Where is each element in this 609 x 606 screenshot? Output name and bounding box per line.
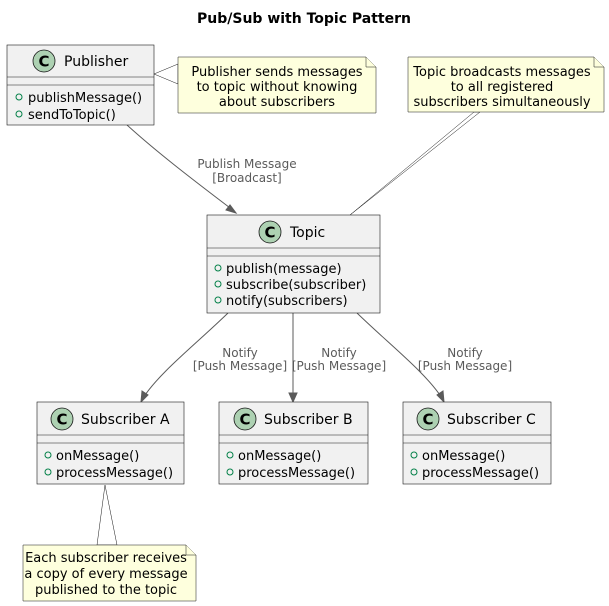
- class-method: subscribe(subscriber): [226, 278, 366, 293]
- public-method-icon: [214, 296, 222, 304]
- public-method-icon: [410, 451, 418, 459]
- note-line: Publisher sends messages: [191, 65, 362, 80]
- note-line: subscribers simultaneously: [413, 95, 590, 110]
- subscriber-note-link: [96, 484, 118, 546]
- class-method: processMessage(): [422, 466, 539, 481]
- public-method-icon: [226, 451, 234, 459]
- public-method-icon: [410, 468, 418, 476]
- note-publisher: Publisher sends messages to topic withou…: [177, 56, 377, 114]
- class-method: onMessage(): [422, 449, 505, 464]
- class-subscriber-a[interactable]: C Subscriber A onMessage() processMessag…: [36, 401, 185, 485]
- edge-notify-a-label-2: [Push Message]: [193, 359, 287, 373]
- class-badge-icon: [32, 49, 56, 73]
- class-badge-letter: C: [38, 53, 49, 71]
- topic-note-link: [349, 111, 481, 216]
- edge-publish-label-2: [Broadcast]: [212, 171, 282, 185]
- class-name: Topic: [289, 225, 325, 241]
- note-line: about subscribers: [219, 95, 335, 110]
- public-method-icon: [214, 264, 222, 272]
- public-method-icon: [15, 110, 23, 118]
- edge-notify-b: Notify [Push Message]: [288, 313, 386, 404]
- note-line: to topic without knowing: [197, 80, 358, 95]
- class-topic[interactable]: C Topic publish(message) subscribe(subsc…: [206, 214, 381, 314]
- class-method: processMessage(): [238, 466, 355, 481]
- note-line: to all registered: [451, 80, 554, 95]
- class-method: onMessage(): [56, 449, 139, 464]
- class-method: publishMessage(): [28, 91, 142, 106]
- edge-notify-c: Notify [Push Message]: [356, 312, 512, 404]
- public-method-icon: [44, 468, 52, 476]
- class-method: onMessage(): [238, 449, 321, 464]
- note-line: Each subscriber receives: [25, 551, 187, 566]
- public-method-icon: [226, 468, 234, 476]
- class-badge-letter: C: [56, 411, 67, 429]
- class-badge-letter: C: [422, 411, 433, 429]
- class-method: processMessage(): [56, 466, 173, 481]
- note-topic: Topic broadcasts messages to all registe…: [407, 56, 605, 113]
- public-method-icon: [15, 93, 23, 101]
- edge-notify-c-label-2: [Push Message]: [418, 359, 512, 373]
- class-name: Subscriber A: [81, 412, 170, 428]
- public-method-icon: [214, 280, 222, 288]
- class-method: sendToTopic(): [28, 108, 116, 123]
- class-badge-icon: [258, 220, 282, 244]
- public-method-icon: [44, 451, 52, 459]
- class-method: publish(message): [226, 262, 342, 277]
- edge-notify-b-label-2: [Push Message]: [292, 359, 386, 373]
- edge-publish-label-1: Publish Message: [197, 157, 296, 171]
- note-subscriber: Each subscriber receives a copy of every…: [22, 544, 197, 602]
- edge-notify-a-label-1: Notify: [222, 346, 257, 360]
- note-line: published to the topic: [35, 583, 177, 598]
- edge-notify-c-label-1: Notify: [447, 346, 482, 360]
- edge-notify-b-label-1: Notify: [321, 346, 356, 360]
- edge-publish: Publish Message [Broadcast]: [126, 124, 297, 214]
- class-publisher[interactable]: C Publisher publishMessage() sendToTopic…: [6, 44, 155, 126]
- edge-notify-a: Notify [Push Message]: [140, 312, 287, 404]
- note-line: a copy of every message: [24, 567, 187, 582]
- class-badge-letter: C: [264, 224, 275, 242]
- diagram-title: Pub/Sub with Topic Pattern: [197, 11, 411, 27]
- class-name: Subscriber C: [447, 412, 536, 428]
- class-name: Publisher: [64, 54, 129, 70]
- class-subscriber-b[interactable]: C Subscriber B onMessage() processMessag…: [218, 401, 369, 485]
- note-line: Topic broadcasts messages: [412, 65, 591, 80]
- class-method: notify(subscribers): [226, 294, 348, 309]
- publisher-note-link: [153, 63, 179, 85]
- class-name: Subscriber B: [264, 412, 353, 428]
- class-badge-icon: [416, 407, 440, 431]
- class-subscriber-c[interactable]: C Subscriber C onMessage() processMessag…: [402, 401, 552, 485]
- class-badge-icon: [233, 407, 257, 431]
- class-badge-letter: C: [239, 411, 250, 429]
- class-badge-icon: [50, 407, 74, 431]
